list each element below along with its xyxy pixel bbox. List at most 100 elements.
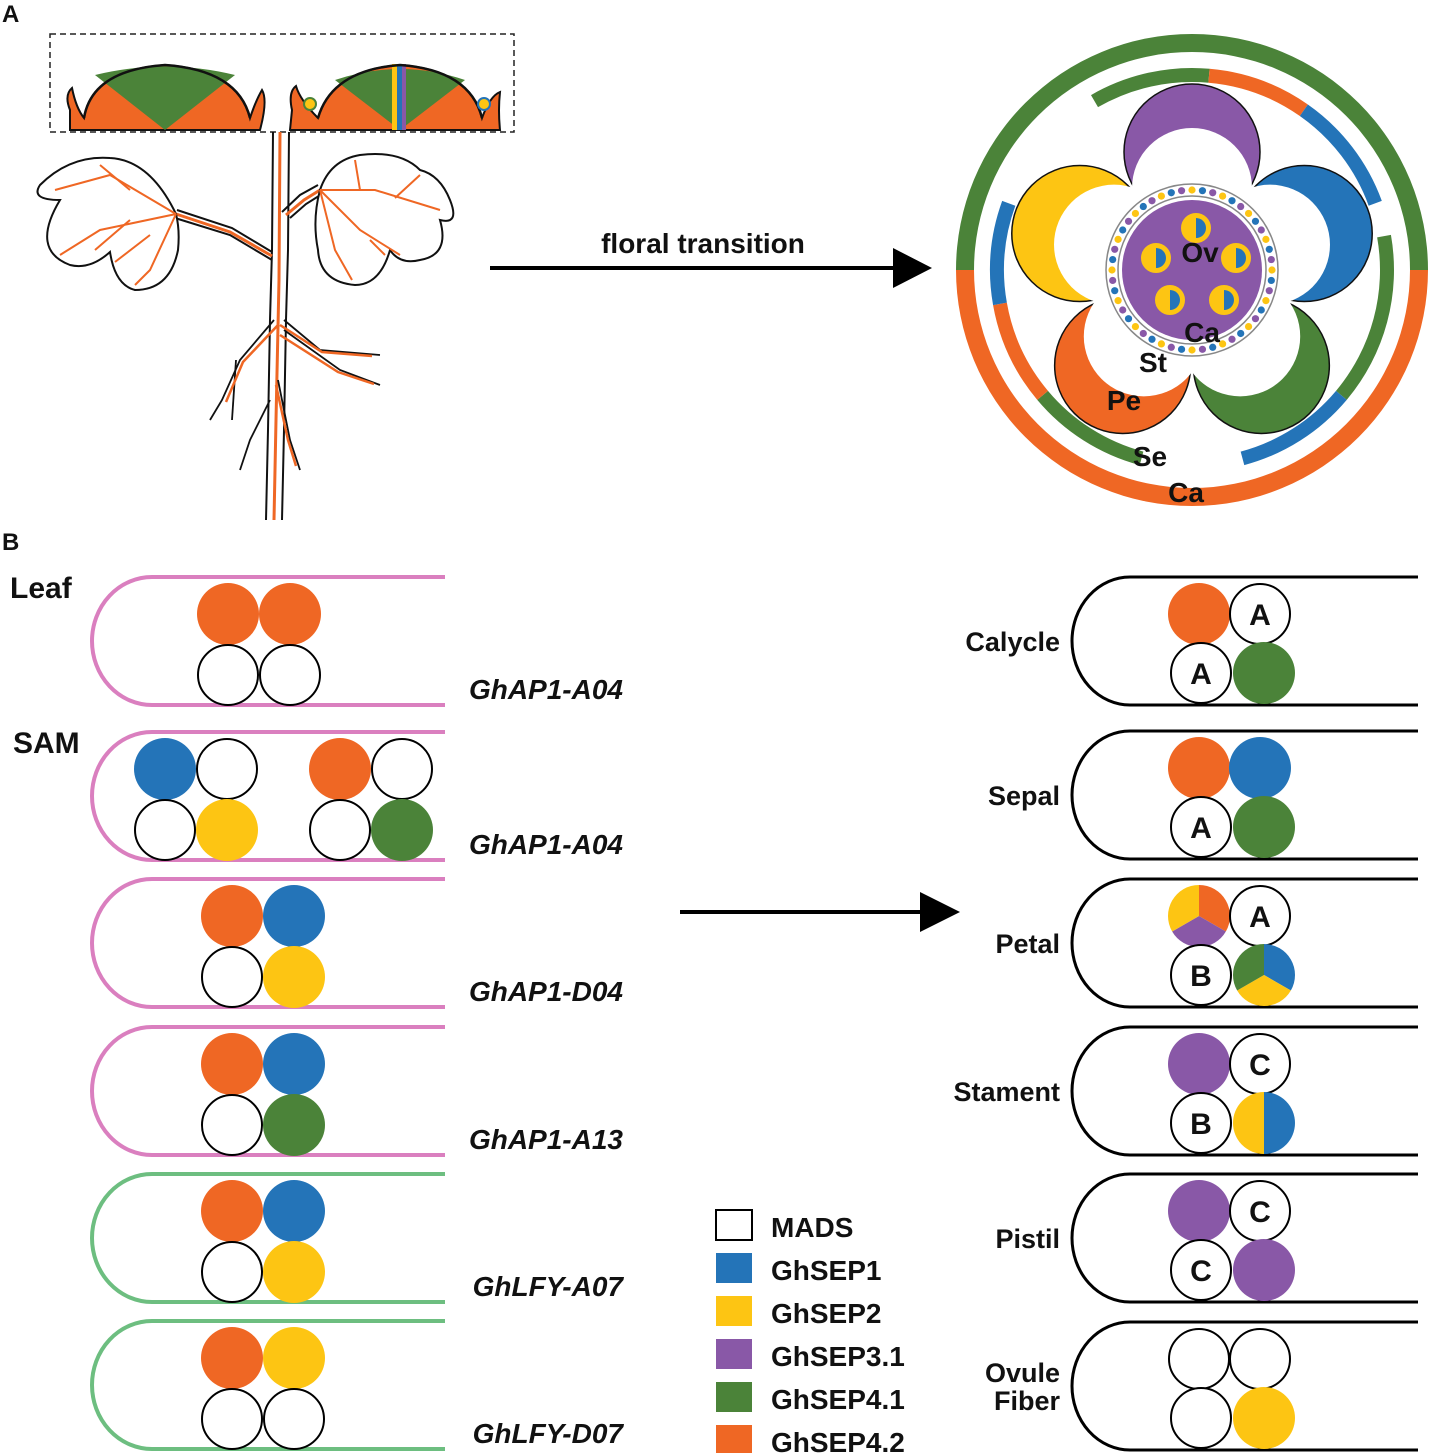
protein-circle — [1233, 796, 1295, 858]
stamen-dot — [1251, 315, 1260, 323]
legend-label: GhSEP4.2 — [771, 1427, 905, 1453]
gene-label: GhAP1-A13 — [469, 1124, 623, 1155]
floral-transition-label: floral transition — [601, 228, 805, 259]
mads-circle — [1170, 1239, 1232, 1301]
organ-label: Sepal — [988, 781, 1060, 811]
mads-circle — [1170, 642, 1232, 704]
sepal-arc — [989, 200, 1016, 306]
pie-slice — [1237, 975, 1291, 1007]
stamen-dot — [1167, 343, 1175, 351]
label-petal: Pe — [1107, 385, 1141, 416]
complex-circle — [259, 583, 321, 645]
complex-circle: B — [1170, 1092, 1232, 1154]
row-outline — [90, 1025, 445, 1157]
stamen-dot — [1219, 340, 1227, 348]
complex-circle — [201, 946, 263, 1008]
complex-circle — [1168, 1180, 1230, 1242]
protein-circle — [263, 1033, 325, 1095]
protein-circle — [263, 946, 325, 1008]
sepal-arc — [1336, 234, 1394, 400]
complex-circle — [1168, 583, 1230, 645]
stamen-dot — [1109, 255, 1117, 264]
legend-item: GhSEP2 — [716, 1296, 881, 1329]
stamen-dot — [1131, 322, 1140, 331]
complex-circle — [263, 1388, 325, 1450]
complex-circle — [197, 583, 259, 645]
row-outline — [1070, 1172, 1418, 1304]
class-letter: C — [1190, 1255, 1212, 1288]
right-row: AB Petal — [995, 877, 1418, 1009]
stamen-dot — [1109, 276, 1117, 285]
sepal-arc — [1091, 67, 1210, 108]
mads-circle — [1170, 1092, 1232, 1154]
complex-circle — [263, 1094, 325, 1156]
mads-circle — [371, 738, 433, 800]
complex-circle — [1233, 1387, 1295, 1449]
complex-circle — [134, 799, 196, 861]
ovule — [1181, 213, 1211, 243]
protein-circle — [201, 885, 263, 947]
floral-transition-arrowhead — [893, 248, 932, 288]
gene-label: GhAP1-D04 — [469, 976, 623, 1007]
stamen-dot — [1267, 255, 1275, 264]
left-row: GhAP1-A13 — [90, 1025, 623, 1157]
legend-item: MADS — [715, 1209, 853, 1243]
complex-circle — [1233, 642, 1295, 704]
complex-circle — [201, 885, 263, 947]
legend-item: GhSEP4.1 — [716, 1382, 905, 1415]
complex-circle — [1233, 1239, 1295, 1301]
stamen-dot — [1114, 235, 1122, 243]
group-label-sam: SAM — [13, 727, 80, 760]
complex-circle: B — [1170, 944, 1232, 1006]
stamen-dot — [1228, 197, 1236, 205]
stamen-dot — [1124, 217, 1133, 225]
protein-circle — [197, 583, 259, 645]
complex-circle: A — [1229, 583, 1291, 645]
legend-swatch — [716, 1425, 752, 1453]
row-outline — [1070, 729, 1418, 861]
complex-circle — [196, 799, 258, 861]
mads-circle — [1170, 1387, 1232, 1449]
class-letter: A — [1249, 599, 1271, 632]
protein-circle — [1233, 1239, 1295, 1301]
row-outline — [90, 877, 445, 1009]
complex-circle — [259, 644, 321, 706]
pie-slice — [1199, 885, 1230, 932]
protein-circle — [1168, 583, 1230, 645]
pie-slice — [1168, 885, 1199, 932]
protein-circle — [263, 885, 325, 947]
complex-circle: A — [1229, 885, 1291, 947]
protein-circle — [263, 1094, 325, 1156]
complex-circle: C — [1229, 1180, 1291, 1242]
stamen-dot — [1265, 287, 1273, 295]
complex-circle — [263, 1241, 325, 1303]
stamen-dot — [1268, 266, 1276, 274]
stamen-dot — [1108, 266, 1116, 274]
stamen-dot — [1111, 245, 1119, 253]
right-rows: AACalycleASepalABPetalCBStamentCCPistilO… — [953, 575, 1418, 1452]
complex-circle — [201, 1327, 263, 1389]
complex-circle — [1168, 737, 1230, 799]
complex-circle — [371, 799, 433, 861]
stamen-dot — [1198, 187, 1207, 195]
legend-label: MADS — [771, 1212, 853, 1243]
stamen-dot — [1148, 197, 1156, 205]
stamen-dot — [1237, 202, 1245, 211]
protein-circle — [1168, 737, 1230, 799]
organ-label: Petal — [995, 929, 1060, 959]
plant-illustration — [36, 33, 515, 521]
stamen-dot — [1188, 186, 1196, 194]
legend-label: GhSEP2 — [771, 1298, 881, 1329]
mads-circle — [201, 1094, 263, 1156]
class-letter: A — [1190, 658, 1212, 691]
stamen-dot — [1111, 287, 1119, 295]
complex-circle — [371, 738, 433, 800]
legend-swatch — [716, 1339, 752, 1369]
row-outline — [90, 575, 445, 707]
stamen-ring-inner — [1117, 195, 1267, 345]
organ-label: Ovule — [985, 1358, 1060, 1388]
protein-circle — [196, 799, 258, 861]
